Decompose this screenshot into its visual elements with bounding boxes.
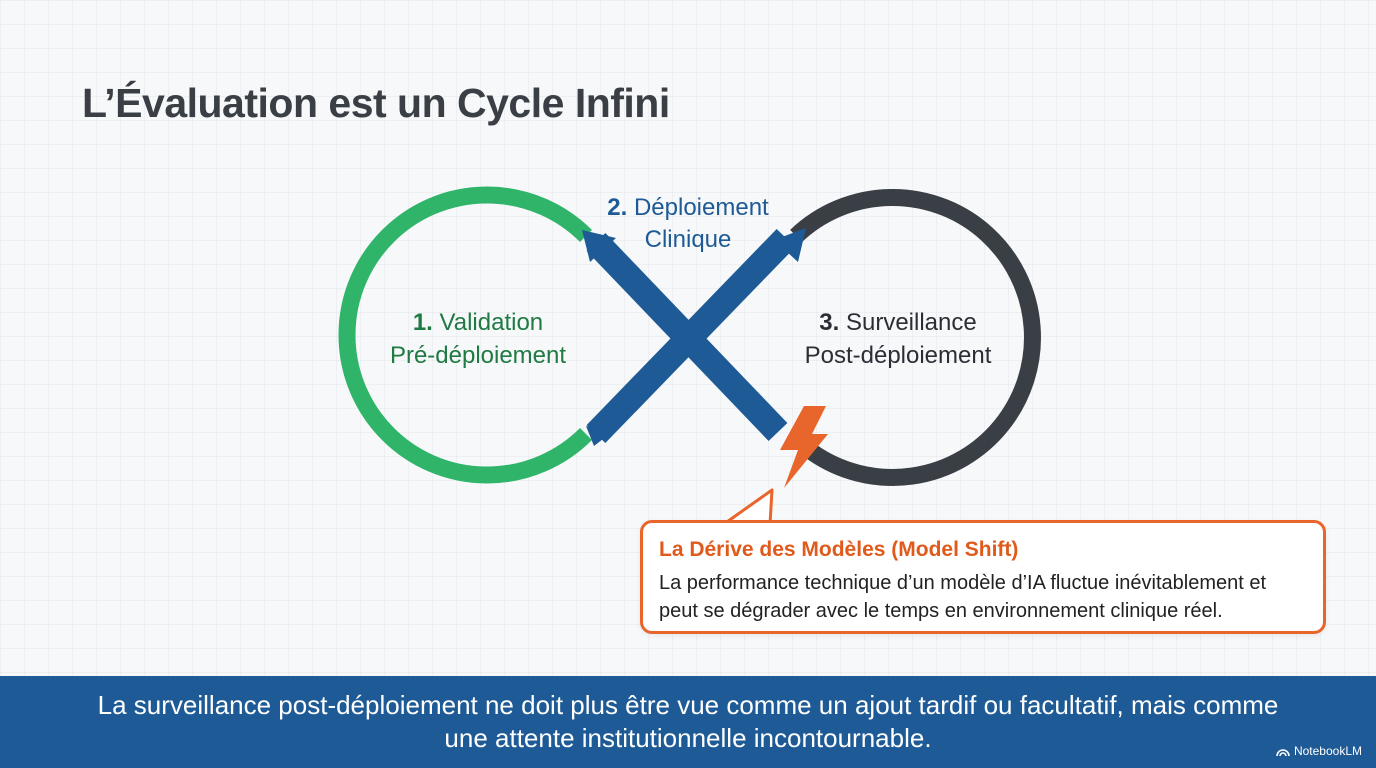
callout-title: La Dérive des Modèles (Model Shift)	[659, 538, 1019, 561]
right-loop-label-line2: Post-déploiement	[805, 342, 992, 369]
crossing-arm-up	[586, 228, 796, 444]
callout-text: La performance technique d’un modèle d’I…	[659, 572, 1267, 622]
crossing-label-line2: Clinique	[645, 226, 732, 253]
infinity-cycle-diagram: 1. Validation Pré-déploiement 2. Déploie…	[338, 186, 1041, 526]
arrowhead-bottom-left	[586, 426, 612, 446]
crossing-label-line1: 2. Déploiement	[607, 194, 769, 221]
right-loop-label-line1: 3. Surveillance	[819, 309, 976, 336]
callout-pointer	[722, 488, 774, 526]
right-loop-arc	[790, 188, 1041, 486]
left-loop-arc	[338, 186, 592, 484]
model-shift-callout: La Dérive des Modèles (Model Shift) La p…	[640, 520, 1326, 634]
left-loop-label-line2: Pré-déploiement	[390, 342, 566, 369]
banner-text: La surveillance post-déploiement ne doit…	[97, 690, 1279, 753]
page-title: L’Évaluation est un Cycle Infini	[82, 80, 670, 126]
arrowhead-top-right	[774, 228, 806, 262]
left-loop-label-line1: 1. Validation	[413, 309, 543, 336]
lightning-bolt-icon	[780, 406, 828, 488]
arrowhead-top-left	[582, 230, 616, 262]
notebooklm-logo-icon	[1276, 748, 1290, 756]
brand-mark: NotebookLM	[1276, 744, 1362, 758]
brand-label: NotebookLM	[1293, 744, 1362, 758]
bottom-banner: La surveillance post-déploiement ne doit…	[0, 676, 1376, 768]
